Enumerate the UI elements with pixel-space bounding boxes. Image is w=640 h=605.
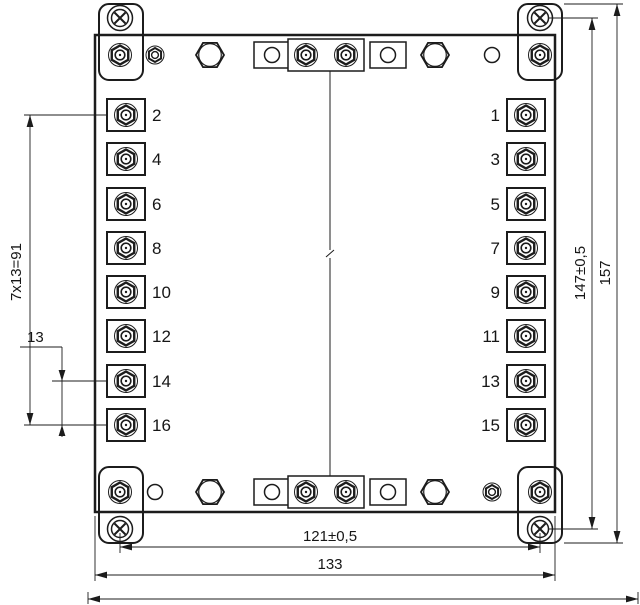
terminal-number: 11 xyxy=(482,327,500,346)
terminal-block: 2 xyxy=(106,98,161,132)
left-terminal-column: 2 4 6 8 10 12 14 xyxy=(106,98,171,442)
terminal-number: 7 xyxy=(491,239,500,258)
hex-nut-icon xyxy=(195,478,225,506)
terminal-block: 16 xyxy=(106,408,171,442)
arrowhead xyxy=(120,543,132,551)
terminal-number: 4 xyxy=(152,150,161,169)
terminal-number: 15 xyxy=(481,416,500,435)
terminal-number: 3 xyxy=(491,150,500,169)
terminal-number: 9 xyxy=(491,283,500,302)
terminal-block: 13 xyxy=(481,364,546,398)
mounting-tab-bottom-left xyxy=(98,466,144,544)
arrowhead xyxy=(626,595,638,603)
dimension-label: 7x13=91 xyxy=(8,243,25,301)
bottom-left-gate-plate xyxy=(253,478,291,506)
top-left-gate-plate xyxy=(253,41,291,69)
terminal-block: 7 xyxy=(491,231,546,265)
terminal-block: 9 xyxy=(491,275,546,309)
arrowhead xyxy=(588,18,596,30)
terminal-block: 6 xyxy=(106,187,161,221)
arrowhead xyxy=(26,115,34,127)
terminal-number: 13 xyxy=(481,372,500,391)
module-body-outline xyxy=(93,33,557,514)
dimension-label: 157 xyxy=(597,260,614,285)
bottom-right-gate-plate xyxy=(369,478,407,506)
arrowhead xyxy=(88,595,100,603)
dimension-bottom-outer xyxy=(87,592,639,604)
terminal-block: 14 xyxy=(106,364,171,398)
terminal-block: 1 xyxy=(491,98,546,132)
right-terminal-column: 1 3 5 7 9 11 13 xyxy=(481,98,546,442)
hex-nut-icon xyxy=(420,41,450,69)
dimension-pitch-total: 7x13=91 xyxy=(8,114,106,426)
arrowhead xyxy=(543,571,555,579)
dimension-hole-span-vertical: 147±0,5 xyxy=(548,17,598,530)
arrowhead xyxy=(58,370,66,381)
bottom-center-terminal-plate xyxy=(287,475,365,509)
dimension-label: 133 xyxy=(317,556,342,573)
terminal-number: 14 xyxy=(152,372,171,391)
terminal-block: 4 xyxy=(106,142,161,176)
mounting-screw-icon xyxy=(106,4,134,32)
top-right-gate-plate xyxy=(369,41,407,69)
arrowhead xyxy=(528,543,540,551)
dimension-body-width: 133 xyxy=(94,516,556,581)
dimension-label: 147±0,5 xyxy=(572,246,589,300)
dimension-hole-span-horizontal: 121±0,5 xyxy=(119,528,541,553)
top-center-terminal-plate xyxy=(287,38,365,72)
arrowhead xyxy=(95,571,107,579)
dimension-pitch-single: 13 xyxy=(20,329,106,437)
terminal-block: 5 xyxy=(491,187,546,221)
terminal-block: 11 xyxy=(482,319,546,353)
terminal-number: 16 xyxy=(152,416,171,435)
arrowhead xyxy=(58,425,66,436)
arrowhead xyxy=(613,4,621,16)
mounting-tab-top-right xyxy=(517,3,563,81)
terminal-block: 12 xyxy=(106,319,171,353)
terminal-block: 3 xyxy=(491,142,546,176)
arrowhead xyxy=(26,413,34,425)
terminal-number: 2 xyxy=(152,106,161,125)
hex-nut-icon xyxy=(420,478,450,506)
terminal-block: 10 xyxy=(106,275,171,309)
terminal-number: 1 xyxy=(491,106,500,125)
seam-break-mark xyxy=(325,249,335,258)
terminal-number: 6 xyxy=(152,195,161,214)
mounting-tab-top-left xyxy=(98,3,144,81)
arrowhead xyxy=(588,517,596,529)
hex-nut-icon xyxy=(195,41,225,69)
terminal-block: 15 xyxy=(481,408,546,442)
terminal-number: 8 xyxy=(152,239,161,258)
arrowhead xyxy=(613,531,621,543)
dimension-label: 121±0,5 xyxy=(303,528,357,545)
dimension-label: 13 xyxy=(27,329,44,346)
dimension-overall-height: 157 xyxy=(564,3,623,544)
terminal-number: 10 xyxy=(152,283,171,302)
terminal-block: 8 xyxy=(106,231,161,265)
terminal-number: 12 xyxy=(152,327,171,346)
terminal-number: 5 xyxy=(491,195,500,214)
